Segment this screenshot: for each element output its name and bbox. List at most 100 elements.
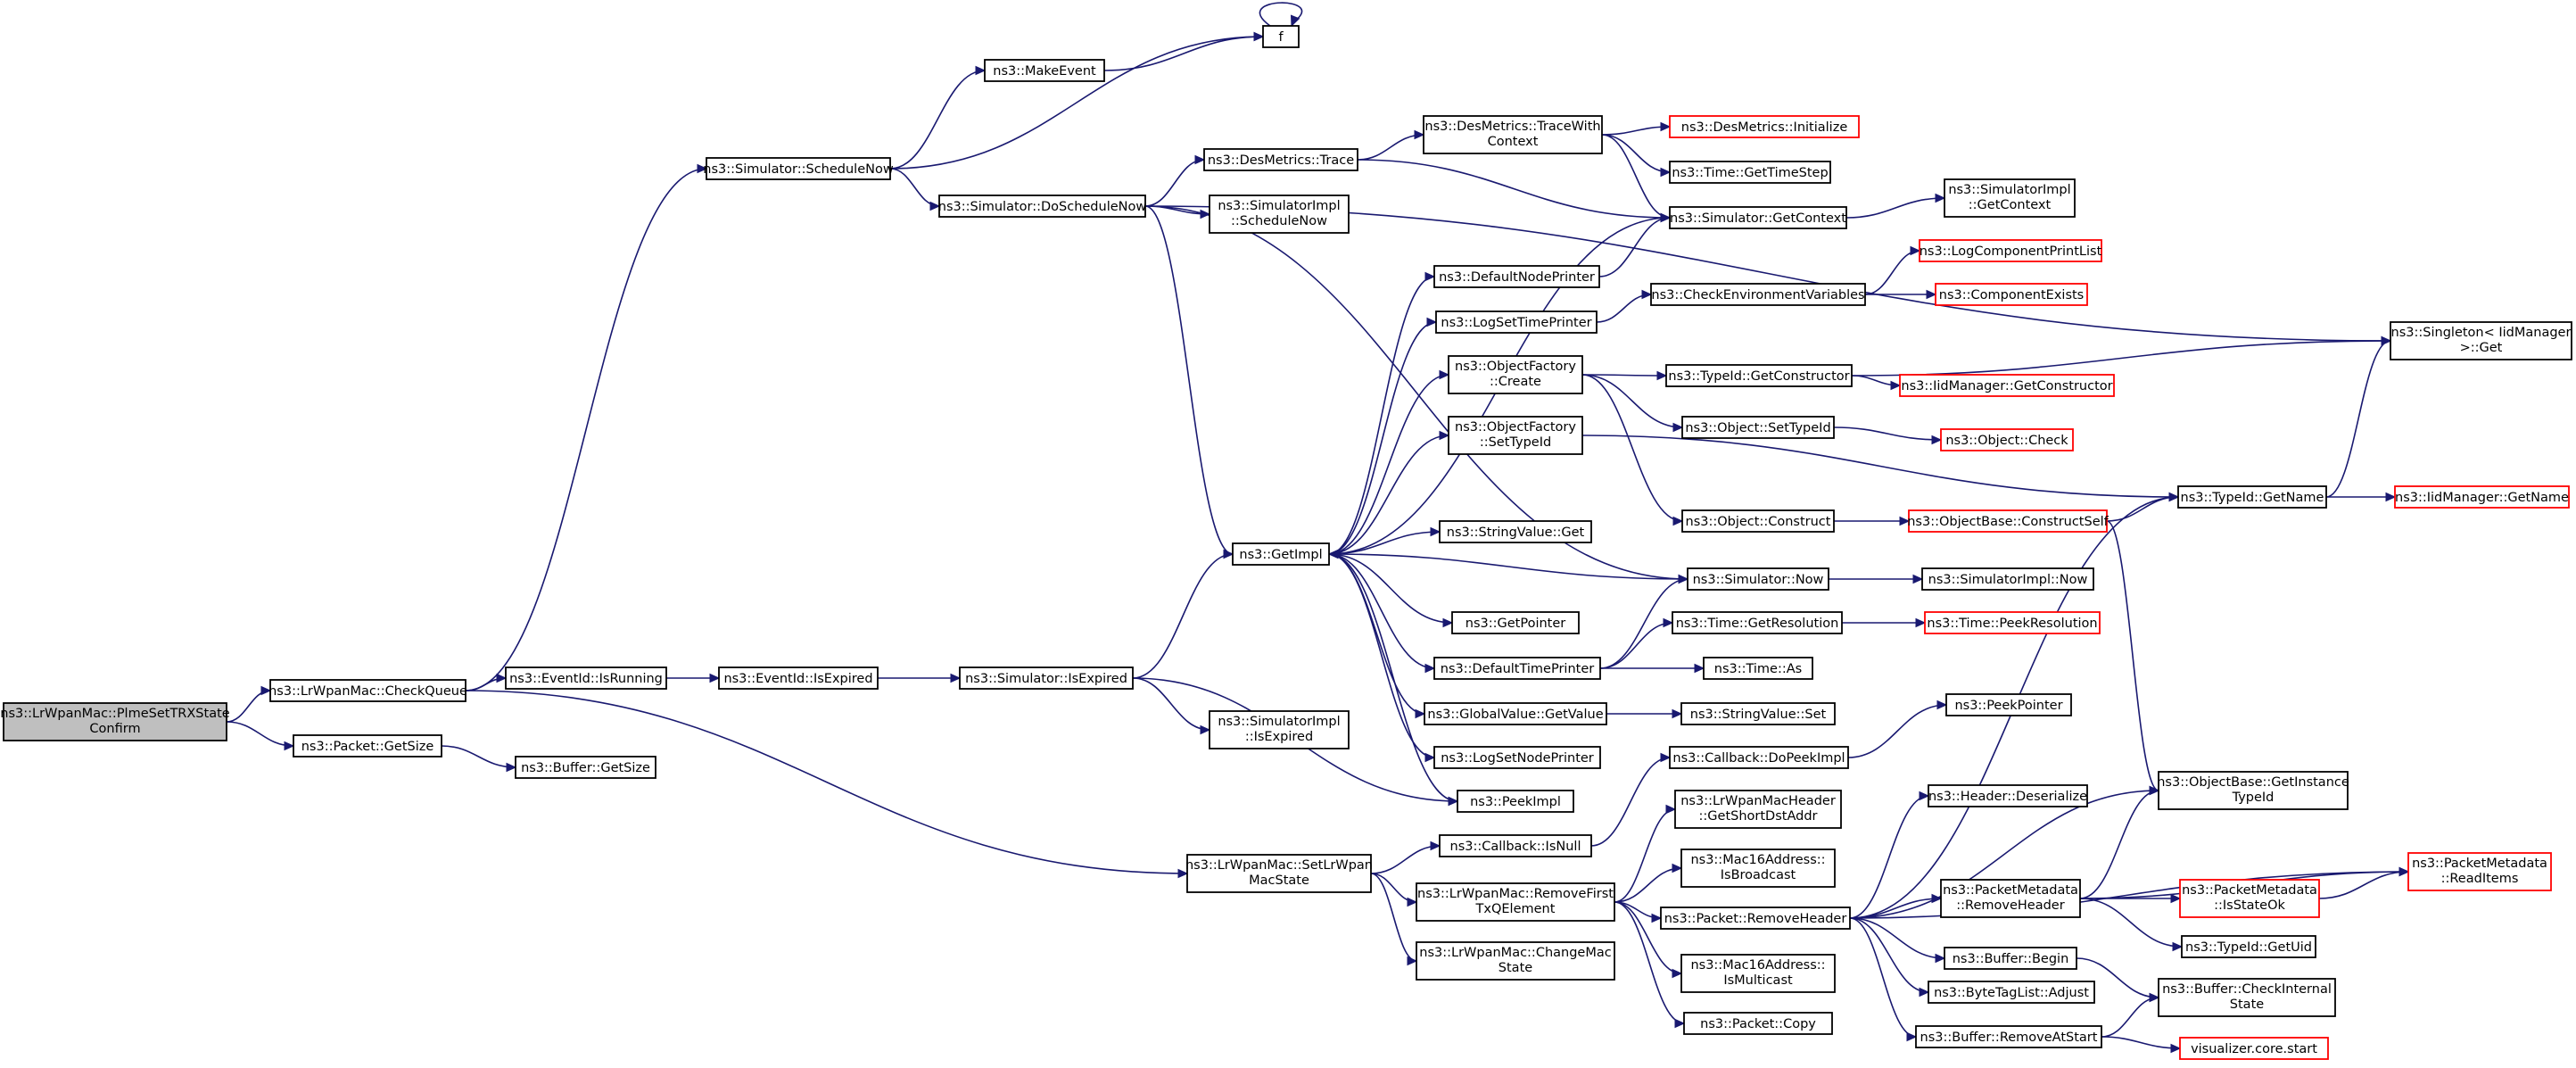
node-box (1687, 567, 1829, 591)
node-box (2158, 978, 2336, 1017)
node-stringValueSet[interactable]: ns3::StringValue::Set (1680, 702, 1836, 725)
node-box (1681, 509, 1835, 533)
node-simImplGetContext[interactable]: ns3::SimulatorImpl::GetContext (1944, 178, 2076, 218)
node-defaultNodePrinter[interactable]: ns3::DefaultNodePrinter (1433, 265, 1600, 288)
node-objBaseConstructSelf[interactable]: ns3::ObjectBase::ConstructSelf (1907, 509, 2110, 533)
node-timeGetResolution[interactable]: ns3::Time::GetResolution (1672, 611, 1843, 634)
node-getPointer[interactable]: ns3::GetPointer (1451, 611, 1580, 634)
node-packetGetSize[interactable]: ns3::Packet::GetSize (293, 734, 442, 758)
node-componentExists[interactable]: ns3::ComponentExists (1935, 283, 2088, 306)
node-label: ns3::Header::Deserialize (1928, 790, 2087, 804)
node-bufferGetSize[interactable]: ns3::Buffer::GetSize (515, 756, 656, 779)
node-stringValueGet[interactable]: ns3::StringValue::Get (1439, 520, 1592, 543)
node-label: ns3::ObjectFactory (1455, 360, 1576, 374)
node-label: ns3::Simulator::DoScheduleNow (938, 200, 1147, 214)
node-vizCoreStart[interactable]: visualizer.core.start (2179, 1037, 2329, 1060)
node-typeIdGetConstructor[interactable]: ns3::TypeId::GetConstructor (1665, 364, 1853, 387)
node-label: ns3::Time::As (1714, 662, 1802, 676)
node-label: ns3::Mac16Address:: (1690, 853, 1825, 867)
node-defaultTimePrinter[interactable]: ns3::DefaultTimePrinter (1433, 657, 1601, 680)
node-box (1944, 178, 2076, 218)
node-simIsExpired[interactable]: ns3::Simulator::IsExpired (959, 666, 1134, 690)
edge-objFactorySetTypeId-to-typeIdGetName (1581, 435, 2180, 502)
node-box (1928, 981, 2095, 1004)
call-graph-edges (226, 2, 2410, 1054)
node-logComponentPrintList[interactable]: ns3::LogComponentPrintList (1919, 239, 2102, 262)
node-peekPointer[interactable]: ns3::PeekPointer (1945, 693, 2072, 716)
node-simNow[interactable]: ns3::Simulator::Now (1687, 567, 1829, 591)
node-headerDeserialize[interactable]: ns3::Header::Deserialize (1928, 784, 2088, 807)
node-doScheduleNow[interactable]: ns3::Simulator::DoScheduleNow (938, 195, 1147, 218)
node-box (1435, 310, 1598, 334)
node-timeAs[interactable]: ns3::Time::As (1703, 657, 1813, 680)
node-makeEvent[interactable]: ns3::MakeEvent (984, 59, 1105, 82)
edge-setLrWpanMacState-to-removeFirstTxQ (1370, 873, 1418, 907)
node-callbackDoPeekImpl[interactable]: ns3::Callback::DoPeekImpl (1669, 746, 1849, 769)
node-eventIsRunning[interactable]: ns3::EventId::IsRunning (505, 666, 667, 690)
node-typeIdGetName[interactable]: ns3::TypeId::GetName (2177, 485, 2327, 509)
node-checkQueue[interactable]: ns3::LrWpanMac::CheckQueue (268, 679, 467, 702)
node-box (2390, 321, 2572, 360)
node-peekImpl[interactable]: ns3::PeekImpl (1457, 790, 1574, 813)
node-packetCopy[interactable]: ns3::Packet::Copy (1683, 1012, 1833, 1035)
node-bufferBegin[interactable]: ns3::Buffer::Begin (1944, 947, 2077, 970)
edge-getImpl-to-objFactorySetTypeId (1328, 430, 1450, 555)
node-simImplNow[interactable]: ns3::SimulatorImpl::Now (1921, 567, 2094, 591)
node-box (1439, 520, 1592, 543)
node-simImplScheduleNow[interactable]: ns3::SimulatorImpl::ScheduleNow (1209, 195, 1350, 234)
node-mac16IsBroadcast[interactable]: ns3::Mac16Address::IsBroadcast (1680, 849, 1836, 888)
node-iidGetConstructor[interactable]: ns3::IidManager::GetConstructor (1899, 374, 2115, 397)
node-typeIdGetUid[interactable]: ns3::TypeId::GetUid (2181, 935, 2316, 958)
node-packetRemoveHeader[interactable]: ns3::Packet::RemoveHeader (1660, 907, 1851, 930)
node-eventIsExpired[interactable]: ns3::EventId::IsExpired (718, 666, 879, 690)
node-objFactoryCreate[interactable]: ns3::ObjectFactory::Create (1448, 355, 1583, 394)
node-mac16IsMulticast[interactable]: ns3::Mac16Address::IsMulticast (1680, 954, 1836, 993)
node-bufferRemoveAtStart[interactable]: ns3::Buffer::RemoveAtStart (1915, 1025, 2102, 1048)
node-simGetContext[interactable]: ns3::Simulator::GetContext (1669, 206, 1847, 229)
edge-objFactoryCreate-to-typeIdGetConstructor (1581, 370, 1668, 381)
node-simImplIsExpired[interactable]: ns3::SimulatorImpl::IsExpired (1209, 710, 1350, 749)
node-desInit[interactable]: ns3::DesMetrics::Initialize (1669, 115, 1860, 138)
node-headerGetShortDst[interactable]: ns3::LrWpanMacHeader::GetShortDstAddr (1674, 790, 1842, 829)
node-f[interactable]: f (1262, 25, 1300, 48)
node-pmReadItems[interactable]: ns3::PacketMetadata::ReadItems (2407, 852, 2552, 891)
node-label: visualizer.core.start (2191, 1042, 2317, 1056)
node-callbackIsNull[interactable]: ns3::Callback::IsNull (1439, 834, 1592, 857)
node-iidGetName[interactable]: ns3::IidManager::GetName (2394, 485, 2570, 509)
node-logSetTimePrinter[interactable]: ns3::LogSetTimePrinter (1435, 310, 1598, 334)
node-scheduleNow[interactable]: ns3::Simulator::ScheduleNow (703, 157, 894, 180)
node-byteTagListAdjust[interactable]: ns3::ByteTagList::Adjust (1928, 981, 2095, 1004)
node-getImpl[interactable]: ns3::GetImpl (1232, 542, 1330, 566)
node-desTrace[interactable]: ns3::DesMetrics::Trace (1203, 148, 1358, 171)
node-objConstruct[interactable]: ns3::Object::Construct (1681, 509, 1835, 533)
node-pmIsStateOk[interactable]: ns3::PacketMetadata::IsStateOk (2179, 879, 2320, 918)
node-timeGetTimeStep[interactable]: ns3::Time::GetTimeStep (1669, 161, 1831, 184)
node-globalValueGetValue[interactable]: ns3::GlobalValue::GetValue (1424, 702, 1607, 725)
node-logSetNodePrinter[interactable]: ns3::LogSetNodePrinter (1433, 746, 1601, 769)
node-checkEnvVars[interactable]: ns3::CheckEnvironmentVariables (1650, 283, 1866, 306)
node-objCheck[interactable]: ns3::Object::Check (1940, 428, 2074, 451)
node-label: ns3::PacketMetadata (2182, 883, 2317, 898)
node-box (1416, 882, 1615, 922)
node-timePeekResolution[interactable]: ns3::Time::PeekResolution (1924, 611, 2101, 634)
node-objFactorySetTypeId[interactable]: ns3::ObjectFactory::SetTypeId (1448, 416, 1583, 455)
node-label: ::GetContext (1969, 198, 2052, 212)
node-box (1209, 195, 1350, 234)
node-label: ::GetShortDstAddr (1699, 809, 1818, 824)
edge-objSetTypeId-to-objCheck (1833, 426, 1943, 445)
edge-defaultTimePrinter-to-timeGetResolution (1599, 617, 1674, 669)
node-pmRemoveHeader[interactable]: ns3::PacketMetadata::RemoveHeader (1940, 879, 2081, 918)
node-objSetTypeId[interactable]: ns3::Object::SetTypeId (1681, 416, 1835, 439)
node-label: ns3::ObjectBase::GetInstance (2157, 775, 2349, 790)
node-singletonGet[interactable]: ns3::Singleton< IidManager>::Get (2390, 321, 2572, 360)
node-label: ns3::Singleton< IidManager (2391, 326, 2572, 340)
edge-typeIdGetConstructor-to-singletonGet (1851, 335, 2392, 377)
node-label: ns3::Buffer::GetSize (521, 761, 650, 775)
